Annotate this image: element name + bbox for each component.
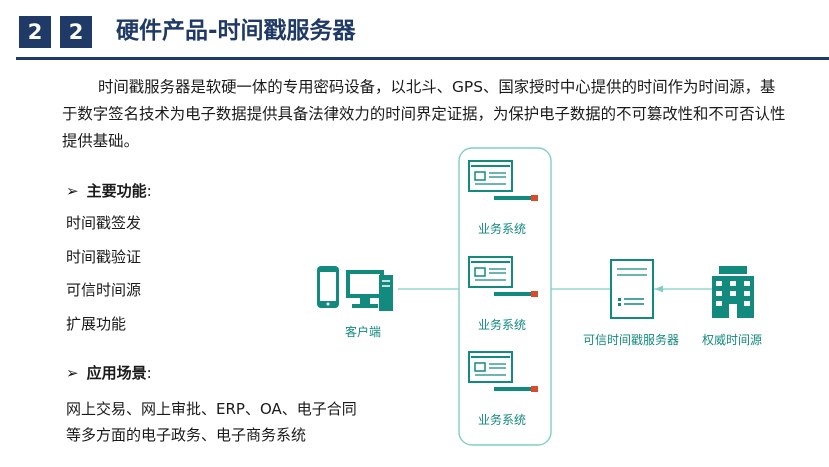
timestamp-server-icon <box>610 259 654 319</box>
business-system-label: 业务系统 <box>478 222 527 236</box>
subsection-number-badge: 2 <box>60 16 92 48</box>
timestamp-server-label: 可信时间戳服务器 <box>583 333 680 347</box>
function-item: 可信时间源 <box>66 281 142 299</box>
scenarios-colon: : <box>146 364 152 382</box>
client-label: 客户端 <box>345 325 382 339</box>
desktop-computer-icon <box>346 270 393 311</box>
bullet-arrow-icon: ➢ <box>66 182 79 200</box>
intro-text: 时间戳服务器是软硬一体的专用密码设备，以北斗、GPS、国家授时中心提供的时间作为… <box>62 78 786 150</box>
scenarios-heading-text: 应用场景 <box>86 364 147 382</box>
arrowhead-icon <box>655 285 663 293</box>
scenarios-text: 网上交易、网上审批、ERP、OA、电子合同等多方面的电子政务、电子商务系统 <box>66 400 357 444</box>
business-system-label: 业务系统 <box>478 413 527 427</box>
business-server-icon <box>468 160 538 201</box>
page-title: 硬件产品-时间戳服务器 <box>116 18 356 44</box>
slide-header: 2 2 硬件产品-时间戳服务器 <box>0 0 829 62</box>
section-number-badge: 2 <box>19 16 51 48</box>
business-system-label: 业务系统 <box>478 318 527 332</box>
intro-paragraph: 时间戳服务器是软硬一体的专用密码设备，以北斗、GPS、国家授时中心提供的时间作为… <box>62 74 786 155</box>
time-authority-label: 权威时间源 <box>702 333 763 347</box>
function-item: 扩展功能 <box>66 315 127 333</box>
functions-colon: : <box>146 182 152 200</box>
time-authority-building-icon <box>712 266 754 318</box>
functions-heading: ➢ 主要功能: <box>66 180 152 202</box>
header-divider <box>16 57 829 60</box>
business-server-icon <box>468 351 538 392</box>
scenarios-heading: ➢ 应用场景: <box>66 362 152 384</box>
functions-heading-text: 主要功能 <box>86 182 147 200</box>
client-devices-icon <box>317 266 393 311</box>
function-item: 时间戳验证 <box>66 248 142 266</box>
bullet-arrow-icon: ➢ <box>66 364 79 382</box>
business-server-icon <box>468 256 538 297</box>
function-item: 时间戳签发 <box>66 214 142 232</box>
